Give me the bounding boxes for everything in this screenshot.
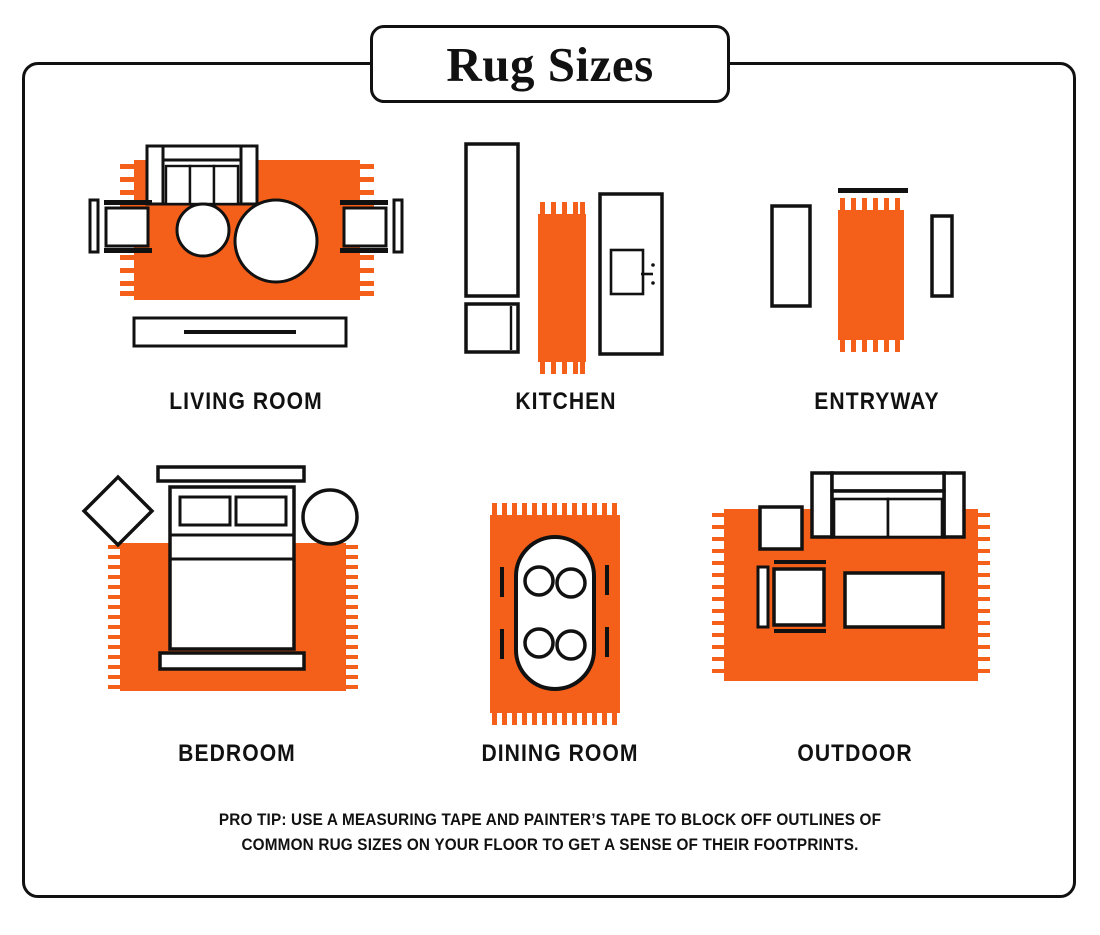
place-setting-1	[523, 565, 555, 597]
headboard	[156, 465, 306, 483]
console-bench	[770, 204, 812, 308]
side-table	[758, 505, 804, 551]
room-card-bedroom[interactable]: BEDROOM	[72, 455, 402, 775]
appliance-box	[464, 302, 520, 354]
diagram-outdoor	[712, 471, 990, 681]
bed-with-two-pillows	[168, 485, 296, 651]
sofa-three-seat-detail	[164, 164, 240, 206]
foot-bench	[158, 651, 306, 671]
round-nightstand	[301, 488, 359, 546]
page-title: Rug Sizes	[446, 36, 654, 92]
room-label-outdoor: OUTDOOR	[797, 740, 913, 767]
pro-tip-body: USE A MEASURING TAPE AND PAINTER’S TAPE …	[241, 810, 882, 854]
room-label-bedroom: BEDROOM	[178, 740, 296, 767]
large-round-table	[233, 198, 319, 284]
pro-tip-prefix: PRO TIP:	[218, 810, 287, 829]
armchair-left-arms	[104, 200, 152, 253]
pro-tip: PRO TIP: USE A MEASURING TAPE AND PAINTE…	[181, 808, 919, 857]
diamond-nightstand	[81, 474, 155, 548]
diagram-kitchen	[464, 142, 664, 374]
diagram-entryway	[770, 188, 954, 352]
tall-counter	[464, 142, 520, 298]
room-label-entryway: ENTRYWAY	[814, 388, 940, 415]
island-with-sink	[598, 192, 664, 356]
room-card-dining-room[interactable]: DINING ROOM	[440, 455, 680, 775]
door-threshold	[838, 188, 908, 193]
lounge-chair	[756, 560, 826, 633]
room-label-kitchen: KITCHEN	[515, 388, 617, 415]
room-label-living-room: LIVING ROOM	[169, 388, 323, 415]
small-round-table	[175, 202, 231, 258]
diagram-bedroom	[81, 465, 359, 691]
rug-kitchen	[538, 202, 586, 374]
armchair-left	[88, 198, 150, 254]
armchair-right-arms	[340, 200, 388, 253]
place-setting-2	[555, 567, 587, 599]
media-console	[132, 316, 348, 348]
outdoor-sofa-cushions	[832, 497, 944, 539]
place-setting-3	[523, 627, 555, 659]
diagram-living-room	[88, 144, 404, 348]
diagram-dining-room	[490, 503, 620, 725]
place-setting-4	[555, 629, 587, 661]
room-label-dining-room: DINING ROOM	[481, 740, 639, 767]
room-card-kitchen[interactable]: KITCHEN	[448, 138, 684, 428]
coffee-table	[843, 571, 945, 629]
rug-entryway	[838, 198, 904, 352]
room-card-living-room[interactable]: LIVING ROOM	[76, 138, 416, 428]
armchair-right	[342, 198, 404, 254]
room-card-outdoor[interactable]: OUTDOOR	[700, 455, 1010, 775]
narrow-cabinet	[930, 214, 954, 298]
title-badge: Rug Sizes	[370, 25, 730, 103]
oval-table	[514, 535, 596, 691]
side-chairs	[500, 565, 609, 659]
room-card-entryway[interactable]: ENTRYWAY	[752, 138, 1002, 428]
